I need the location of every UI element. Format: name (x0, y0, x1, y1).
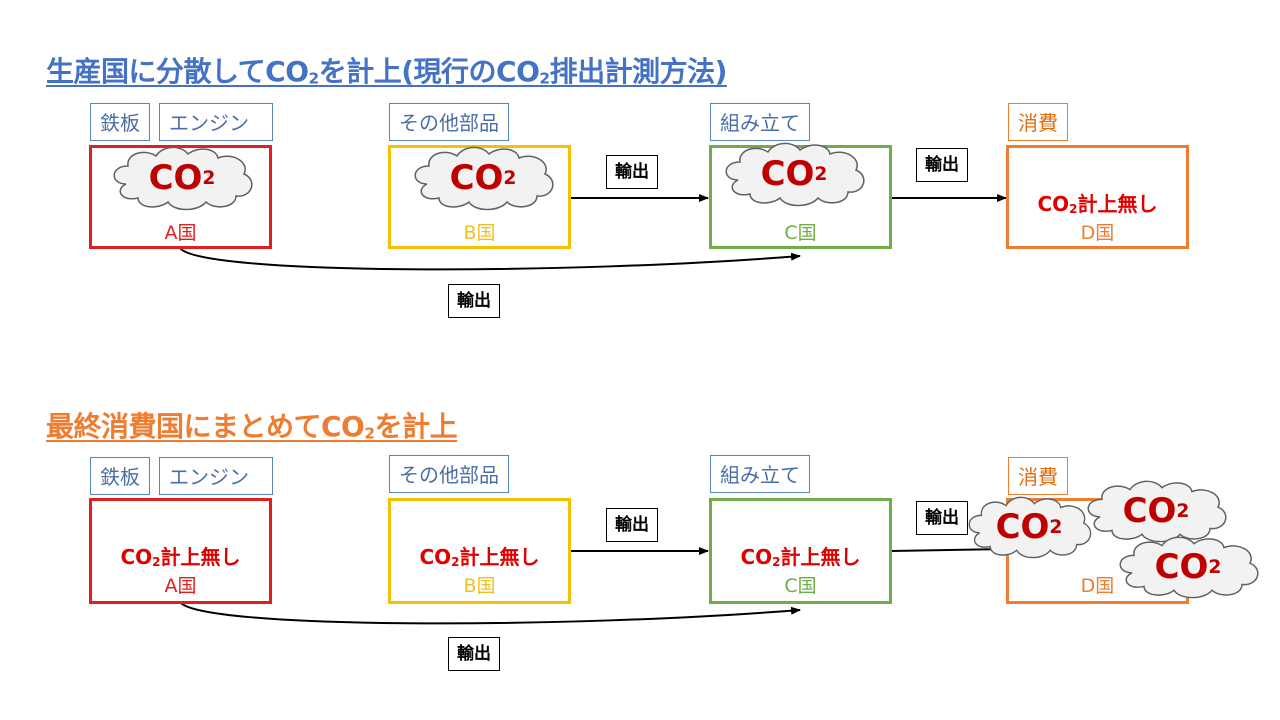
co2-sub: 2 (1049, 516, 1063, 538)
no-record-rest: 計上無し (459, 545, 540, 569)
cloud-shape-icon (1119, 536, 1259, 599)
tag-assembly-2: 組み立て (710, 455, 810, 493)
country-c-box-2: CO2計上無し C国 (709, 498, 892, 604)
no-record-rest: 計上無し (780, 545, 861, 569)
co2-text: CO (760, 154, 815, 194)
section2-title: 最終消費国にまとめてCO2を計上 (46, 405, 458, 445)
country-b-label-2: B国 (463, 575, 496, 597)
no-record-label-a-2: CO2計上無し (92, 541, 269, 570)
tag-parts: その他部品 (389, 103, 509, 141)
section2-title-sub: 2 (364, 424, 375, 443)
country-a-label-1: A国 (164, 222, 197, 244)
cloud-shape-icon (414, 146, 554, 211)
co2-text: CO (449, 158, 504, 198)
cloud-shape-icon (1087, 480, 1227, 543)
export-label-a-c-1: 輸出 (448, 284, 500, 318)
arrow-c-to-d-2 (890, 545, 1007, 554)
cloud-shape-icon (968, 496, 1092, 559)
tag-engine-2: エンジン (159, 457, 273, 495)
co2-sub: 2 (1208, 556, 1222, 578)
no-record-sub: 2 (152, 554, 161, 569)
arrow-a-to-c-2 (179, 601, 801, 625)
export-label-b-c-1: 輸出 (606, 155, 658, 189)
arrow-a-to-c-1 (179, 247, 801, 271)
tag-assembly: 組み立て (710, 103, 810, 141)
no-record-sub: 2 (451, 554, 460, 569)
no-record-rest: 計上無し (1077, 192, 1158, 216)
country-c-label-1: C国 (784, 222, 817, 244)
tag-consumption: 消費 (1008, 103, 1068, 141)
section2-title-part1: 最終消費国にまとめてCO (46, 410, 365, 443)
no-record-label-d-1: CO2計上無し (1009, 188, 1186, 217)
country-a-box-2: CO2計上無し A国 (89, 498, 272, 604)
co2-sub: 2 (202, 167, 216, 189)
country-c-label-2: C国 (784, 575, 817, 597)
co2-sub: 2 (503, 167, 517, 189)
country-d-box-1: CO2計上無し D国 (1006, 145, 1189, 249)
tag-consumption-2: 消費 (1008, 457, 1068, 495)
country-d-label-1: D国 (1080, 222, 1115, 244)
co2-sub: 2 (814, 163, 828, 185)
co2-text: CO (995, 507, 1050, 547)
no-record-main: CO (1037, 192, 1070, 216)
section1-title: 生産国に分散してCO2を計上(現行のCO2排出計測方法) (46, 50, 727, 90)
country-b-label-1: B国 (463, 222, 496, 244)
export-label-a-c-2: 輸出 (448, 637, 500, 671)
no-record-main: CO (120, 545, 153, 569)
cloud-shape-icon (113, 146, 253, 211)
tag-iron: 鉄板 (90, 103, 150, 141)
section1-title-part2: を計上(現行のCO (318, 55, 540, 88)
no-record-main: CO (419, 545, 452, 569)
country-b-box-2: CO2計上無し B国 (388, 498, 571, 604)
country-a-label-2: A国 (164, 575, 197, 597)
export-label-c-d-2: 輸出 (916, 501, 968, 535)
no-record-sub: 2 (1069, 201, 1078, 216)
export-label-b-c-2: 輸出 (606, 508, 658, 542)
section1-title-part1: 生産国に分散してCO (46, 55, 309, 88)
co2-text: CO (1154, 547, 1209, 587)
no-record-label-c-2: CO2計上無し (712, 541, 889, 570)
co2-sub: 2 (1176, 500, 1190, 522)
co2-text: CO (1122, 491, 1177, 531)
cloud-shape-icon (725, 142, 865, 207)
no-record-label-b-2: CO2計上無し (391, 541, 568, 570)
no-record-main: CO (740, 545, 773, 569)
country-d-label-2: D国 (1080, 575, 1115, 597)
section1-title-sub1: 2 (308, 69, 320, 88)
tag-parts-2: その他部品 (389, 455, 509, 493)
no-record-sub: 2 (772, 554, 781, 569)
section2-title-part2: を計上 (374, 410, 458, 443)
section1-title-sub2: 2 (539, 69, 550, 88)
no-record-rest: 計上無し (160, 545, 241, 569)
tag-iron-2: 鉄板 (90, 457, 150, 495)
export-label-c-d-1: 輸出 (916, 148, 968, 182)
co2-text: CO (148, 158, 203, 198)
section1-title-part3: 排出計測方法) (549, 55, 728, 88)
tag-engine: エンジン (159, 103, 273, 141)
